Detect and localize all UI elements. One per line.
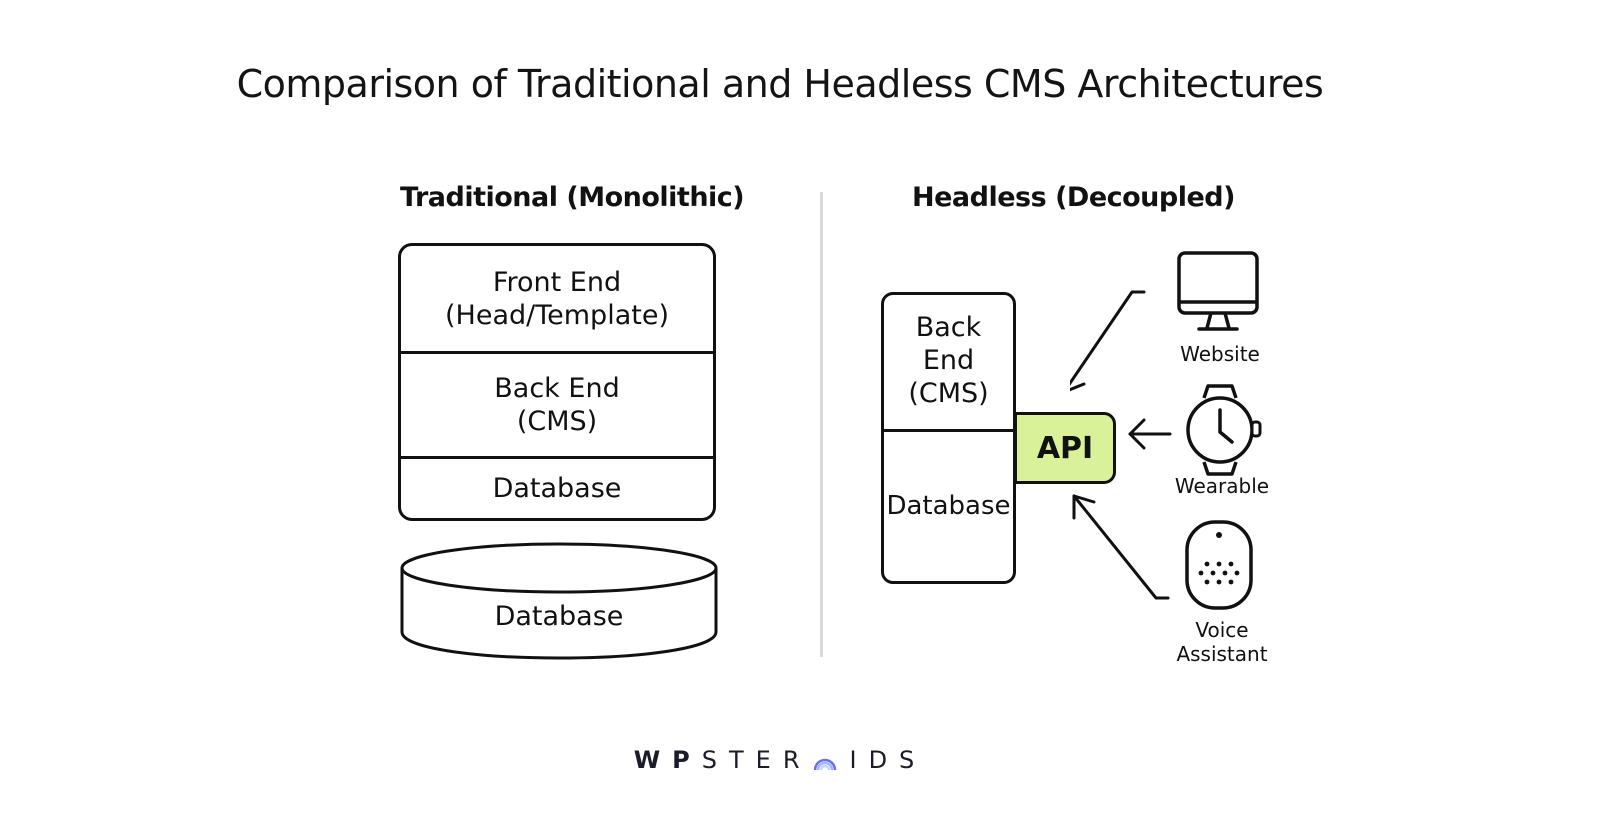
layer-separator (884, 429, 1013, 432)
arrow-website-to-api (1070, 290, 1146, 386)
headless-database-label: Database (886, 491, 1011, 521)
brand-logo: WP STER IDS (0, 746, 1560, 774)
front-end-sublabel: (Head/Template) (445, 299, 669, 331)
watch-icon (1186, 384, 1262, 476)
back-end-sublabel: (CMS) (516, 406, 598, 437)
database-label: Database (492, 473, 622, 504)
voice-assistant-label: Voice Assistant (1160, 618, 1284, 666)
database-cylinder (400, 542, 718, 660)
wearable-label: Wearable (1174, 474, 1270, 498)
brand-part3: IDS (849, 746, 927, 774)
headless-database-layer: Database (884, 432, 1013, 581)
back-end-label: Back End (494, 373, 620, 404)
traditional-stack: Front End (Head/Template) Back End (CMS)… (398, 243, 716, 521)
front-end-label: Front End (492, 266, 622, 298)
headless-back-end-line2: End (922, 344, 975, 376)
api-box: API (1014, 412, 1116, 484)
traditional-heading: Traditional (Monolithic) (400, 182, 745, 213)
layer-separator (401, 351, 713, 354)
headless-back-end-layer: Back End (CMS) (884, 295, 1013, 425)
layer-separator (401, 456, 713, 459)
brand-part1: WP (633, 746, 702, 774)
smart-speaker-icon (1185, 520, 1253, 610)
headless-back-end-line1: Back (915, 311, 982, 343)
headless-stack: Back End (CMS) Database (881, 292, 1016, 584)
column-divider (820, 192, 823, 657)
db-cylinder-label: Database (494, 600, 624, 632)
headless-heading: Headless (Decoupled) (912, 182, 1235, 213)
website-label: Website (1180, 342, 1260, 366)
front-end-layer: Front End (Head/Template) (401, 246, 713, 351)
arrow-head-middle (1128, 418, 1146, 450)
back-end-layer: Back End (CMS) (401, 354, 713, 456)
api-label: API (1036, 430, 1094, 466)
diagram-title: Comparison of Traditional and Headless C… (236, 62, 1324, 106)
monitor-icon (1177, 251, 1259, 331)
arrow-head-top (1070, 382, 1086, 392)
database-layer: Database (401, 459, 713, 518)
brand-part2: STER (701, 746, 812, 774)
headless-back-end-line3: (CMS) (908, 377, 989, 409)
arrow-voice-to-api (1072, 494, 1170, 600)
voice-label-line2: Assistant (1176, 642, 1268, 666)
arrow-head-bottom (1072, 494, 1096, 520)
api-arrows (1070, 290, 1172, 600)
brand-o-mark (813, 758, 836, 771)
voice-label-line1: Voice (1195, 618, 1249, 642)
